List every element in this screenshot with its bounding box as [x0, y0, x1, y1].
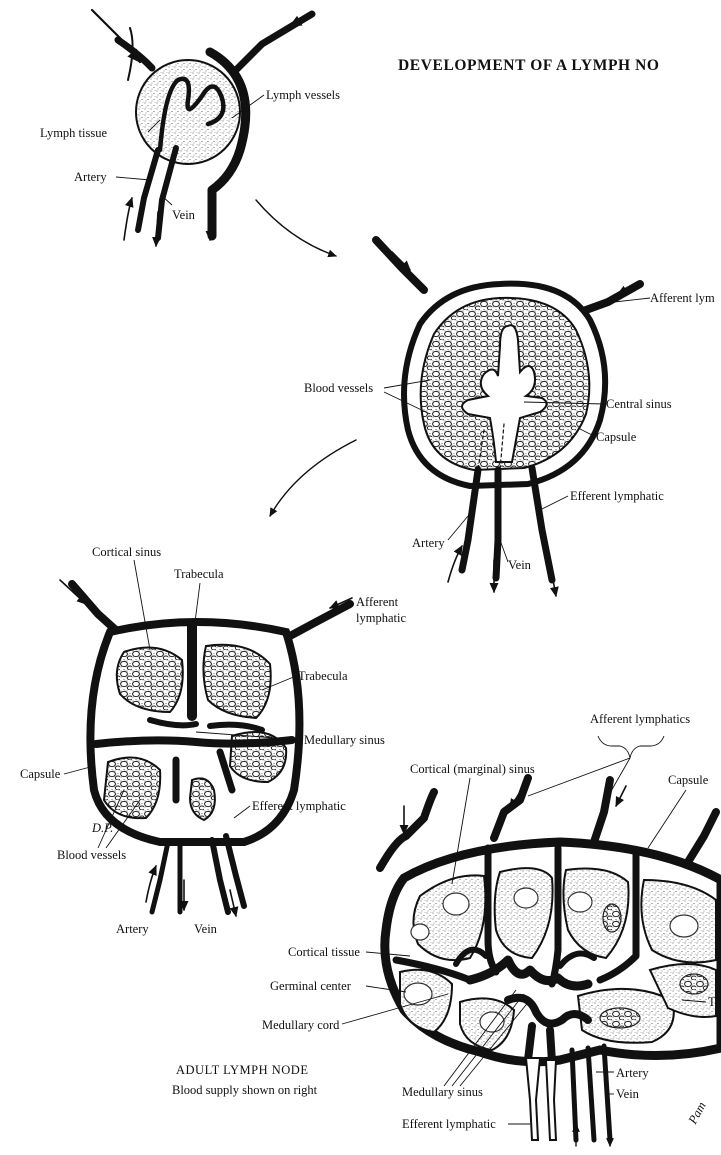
adult-efferent-lymphatic-label: Efferent lymphatic — [402, 1117, 496, 1131]
stage2-afferent-label: Afferent lym — [650, 291, 715, 305]
stage3-initials: D.P. — [91, 821, 113, 835]
adult-capsule-leader — [648, 790, 686, 848]
adult-medullary-cord-label: Medullary cord — [262, 1018, 340, 1032]
adult-afferent-lymphatics-label: Afferent lymphatics — [590, 712, 690, 726]
stage3-trabecula-top-label: Trabecula — [174, 567, 224, 581]
stage1-lymph-tissue-label: Lymph tissue — [40, 126, 107, 140]
adult-artery-label: Artery — [616, 1066, 649, 1080]
stage3-trabecula-right-label: Trabecula — [298, 669, 348, 683]
adult-cortical-marginal-sinus-label: Cortical (marginal) sinus — [410, 762, 535, 776]
stage3-medullary-sinus-label: Medullary sinus — [304, 733, 385, 747]
stage2-capsule-label: Capsule — [596, 430, 637, 444]
adult-trabecula-cut-label: Tr — [708, 995, 720, 1009]
stage1-drawing — [92, 10, 312, 246]
adult-caption-line2: Blood supply shown on right — [172, 1083, 318, 1097]
adult-caption-line1: ADULT LYMPH NODE — [176, 1063, 308, 1077]
stage2-central-sinus-label: Central sinus — [606, 397, 672, 411]
progression-arrow-1 — [256, 200, 336, 256]
stage2-efferent-label: Efferent lymphatic — [570, 489, 664, 503]
adult-afferent-leader-2 — [528, 758, 630, 796]
figure-title: DEVELOPMENT OF A LYMPH NO — [398, 57, 660, 74]
stage1-lymph-vessels-label: Lymph vessels — [266, 88, 340, 102]
artery-leader — [116, 177, 150, 180]
stage3-drawing — [60, 580, 352, 916]
stage1-artery-label: Artery — [74, 170, 107, 184]
stage3-capsule-label: Capsule — [20, 767, 61, 781]
stage2-artery-label: Artery — [412, 536, 445, 550]
stage3-vein-label: Vein — [194, 922, 218, 936]
stage2-vein-label: Vein — [508, 558, 532, 572]
adult-capsule-label: Capsule — [668, 773, 709, 787]
stage3-afferent-label-line2: lymphatic — [356, 611, 406, 625]
stage3-afferent-label-line1: Afferent — [356, 595, 399, 609]
stage2-efferent-leader — [540, 496, 568, 510]
stage2-vein-leader — [500, 540, 508, 562]
adult-germinal-center-label: Germinal center — [270, 979, 352, 993]
adult-medullary-sinus-label: Medullary sinus — [402, 1085, 483, 1099]
artist-signature: Pam — [685, 1099, 709, 1127]
progression-arrow-2 — [270, 440, 356, 516]
adult-cortical-tissue-label: Cortical tissue — [288, 945, 360, 959]
stage3-blood-vessels-label: Blood vessels — [57, 848, 126, 862]
stage1-vein-label: Vein — [172, 208, 196, 222]
adult-afferent-brace — [598, 736, 664, 758]
stage3-efferent-label: Efferent lymphatic — [252, 799, 346, 813]
stage2-blood-vessels-label: Blood vessels — [304, 381, 373, 395]
adult-vein-label: Vein — [616, 1087, 640, 1101]
stage3-cortical-sinus-label: Cortical sinus — [92, 545, 161, 559]
stage3-artery-label: Artery — [116, 922, 149, 936]
